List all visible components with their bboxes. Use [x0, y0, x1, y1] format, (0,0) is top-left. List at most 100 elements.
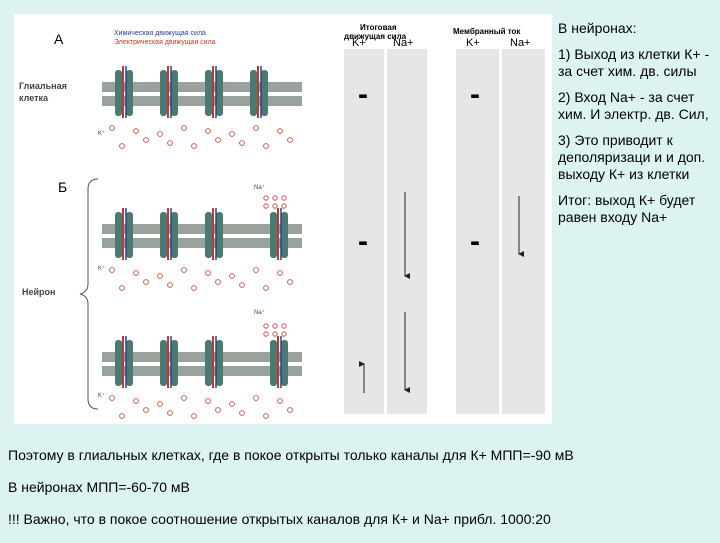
ion-dot [134, 271, 139, 276]
ion-dot [216, 138, 221, 143]
figure-panel: А Б Химическая движущая сила Электрическ… [14, 14, 552, 424]
na-ion-dot [282, 204, 286, 208]
channel-glial-3-left [250, 70, 257, 116]
side-point-4: Итог: выход К+ будет равен входу Na+ [558, 192, 716, 226]
col-total-na-label: Na+ [393, 37, 414, 49]
channel-glial-2-right [216, 70, 223, 116]
col-current-k-label: K+ [466, 37, 480, 49]
legend-electrical: Электрическая движущая сила [114, 39, 216, 46]
ion-dot [230, 402, 235, 407]
col-current-na-label: Na+ [510, 37, 531, 49]
channel-glial-3-right [261, 70, 268, 116]
ion-dot [182, 268, 187, 273]
ion-dot [120, 144, 125, 149]
channel-neuron-1-3-right [281, 212, 288, 258]
ion-dot [264, 414, 269, 419]
ion-dot [288, 280, 293, 285]
dash-total-k-a: - [358, 78, 368, 111]
ion-dot [206, 399, 211, 404]
ion-dot [144, 408, 149, 413]
channel-neuron-1-2-left [205, 212, 212, 258]
dash-current-k-a: - [470, 78, 480, 111]
na-ion-dot [273, 332, 277, 336]
channel-neuron-1-0-right [126, 212, 133, 258]
channel-glial-2-left [205, 70, 212, 116]
ion-dot [254, 396, 259, 401]
bottom-line-2: В нейронах МПП=-60-70 мВ [8, 479, 714, 495]
na-ion-dot [273, 324, 277, 328]
column-total-na [387, 49, 427, 414]
na-ion-dot [264, 332, 268, 336]
ion-dot [110, 268, 115, 273]
ion-dot [158, 274, 163, 279]
na-ion-dot [282, 324, 286, 328]
bottom-notes: Поэтому в глиальных клетках, где в покое… [8, 447, 714, 543]
glial-cell-label-1: Глиальная [19, 81, 67, 91]
header-total-force-1: Итоговая [360, 23, 397, 32]
ion-na-label-b2: Na⁺ [254, 309, 265, 316]
ion-dot [134, 129, 139, 134]
ion-k-label-b2: K⁺ [98, 392, 105, 399]
channel-neuron-1-0-left [115, 212, 122, 258]
membrane-diagram: А Б Химическая движущая сила Электрическ… [14, 14, 552, 424]
na-ion-dot [282, 332, 286, 336]
ion-dot [120, 286, 125, 291]
channel-glial-1-right [171, 70, 178, 116]
na-ion-dot [282, 196, 286, 200]
channel-neuron-1-1-left [160, 212, 167, 258]
channel-glial-0-right [126, 70, 133, 116]
ion-dot [264, 144, 269, 149]
ion-dot [158, 132, 163, 137]
ion-na-label-b1: Na⁺ [254, 184, 265, 191]
ion-dot [182, 126, 187, 131]
side-notes: В нейронах: 1) Выход из клетки К+ - за с… [558, 20, 716, 235]
channel-neuron-1-3-left [270, 212, 277, 258]
ion-dot [110, 396, 115, 401]
channel-neuron-2-2-right [216, 340, 223, 386]
na-ion-dot [273, 196, 277, 200]
ion-dot [206, 129, 211, 134]
neuron-bracket [80, 179, 98, 409]
ion-dot [182, 396, 187, 401]
legend-chemical: Химическая движущая сила [114, 30, 206, 37]
panel-a-label: А [54, 31, 64, 47]
column-current-na [502, 49, 545, 414]
side-point-2: 2) Вход Na+ - за счет хим. И электр. дв.… [558, 89, 716, 123]
ion-dot [240, 411, 245, 416]
na-ion-dot [264, 196, 268, 200]
ion-dot [264, 286, 269, 291]
channel-neuron-2-0-left [115, 340, 122, 386]
channel-neuron-1-1-right [171, 212, 178, 258]
neuron-label: Нейрон [22, 287, 55, 297]
membrane-rows [102, 66, 302, 418]
glial-cell-label-2: клетка [19, 93, 49, 103]
channel-neuron-2-1-right [171, 340, 178, 386]
ion-dot [288, 138, 293, 143]
ion-k-label-a: K⁺ [98, 130, 105, 137]
header-membrane-current: Мембранный ток [453, 27, 521, 36]
ion-dot [192, 286, 197, 291]
channel-neuron-2-2-left [205, 340, 212, 386]
ion-dot [206, 271, 211, 276]
ion-dot [110, 126, 115, 131]
bottom-line-3: !!! Важно, что в покое соотношение откры… [8, 511, 714, 527]
channel-neuron-1-2-right [216, 212, 223, 258]
ion-dot [168, 283, 173, 288]
side-title: В нейронах: [558, 20, 716, 37]
na-ion-dot [273, 204, 277, 208]
ion-k-label-b1: K⁺ [98, 265, 105, 272]
ion-dot [120, 414, 125, 419]
side-point-1: 1) Выход из клетки К+ - за счет хим. дв.… [558, 46, 716, 80]
ion-dot [230, 274, 235, 279]
ion-dot [168, 411, 173, 416]
dash-total-k-b: - [358, 225, 368, 258]
ion-dot [240, 141, 245, 146]
ion-dot [240, 283, 245, 288]
ion-dot [168, 141, 173, 146]
col-total-k-label: K+ [352, 37, 366, 49]
ion-dot [278, 399, 283, 404]
ion-dot [254, 126, 259, 131]
channel-neuron-2-0-right [126, 340, 133, 386]
ion-dot [192, 144, 197, 149]
channel-neuron-2-3-left [270, 340, 277, 386]
